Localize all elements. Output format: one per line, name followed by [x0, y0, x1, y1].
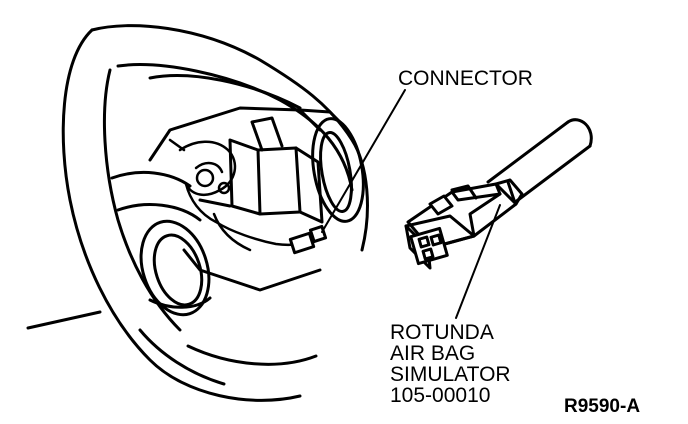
steering-wheel-hub — [110, 106, 346, 292]
simulator-label-line-4: 105-00010 — [390, 384, 491, 407]
airbag-simulator-tool — [404, 118, 593, 270]
simulator-label-line-3: SIMULATOR — [390, 363, 511, 386]
simulator-leader-line — [455, 204, 501, 319]
simulator-label-line-1: ROTUNDA — [390, 321, 494, 344]
connector-leader-line — [321, 89, 406, 233]
wiring-harness — [168, 138, 314, 252]
figure-id: R9590-A — [564, 396, 641, 417]
steering-wheel-rim — [61, 24, 369, 402]
simulator-label-line-2: AIR BAG — [390, 342, 476, 365]
left-switch-pad — [139, 219, 212, 317]
right-switch-pad — [311, 117, 365, 223]
connector-label: CONNECTOR — [398, 67, 533, 90]
simulator-label: ROTUNDA AIR BAG SIMULATOR 105-00010 — [390, 322, 511, 406]
wheel-connector — [288, 224, 328, 255]
steering-column-line — [26, 310, 102, 330]
